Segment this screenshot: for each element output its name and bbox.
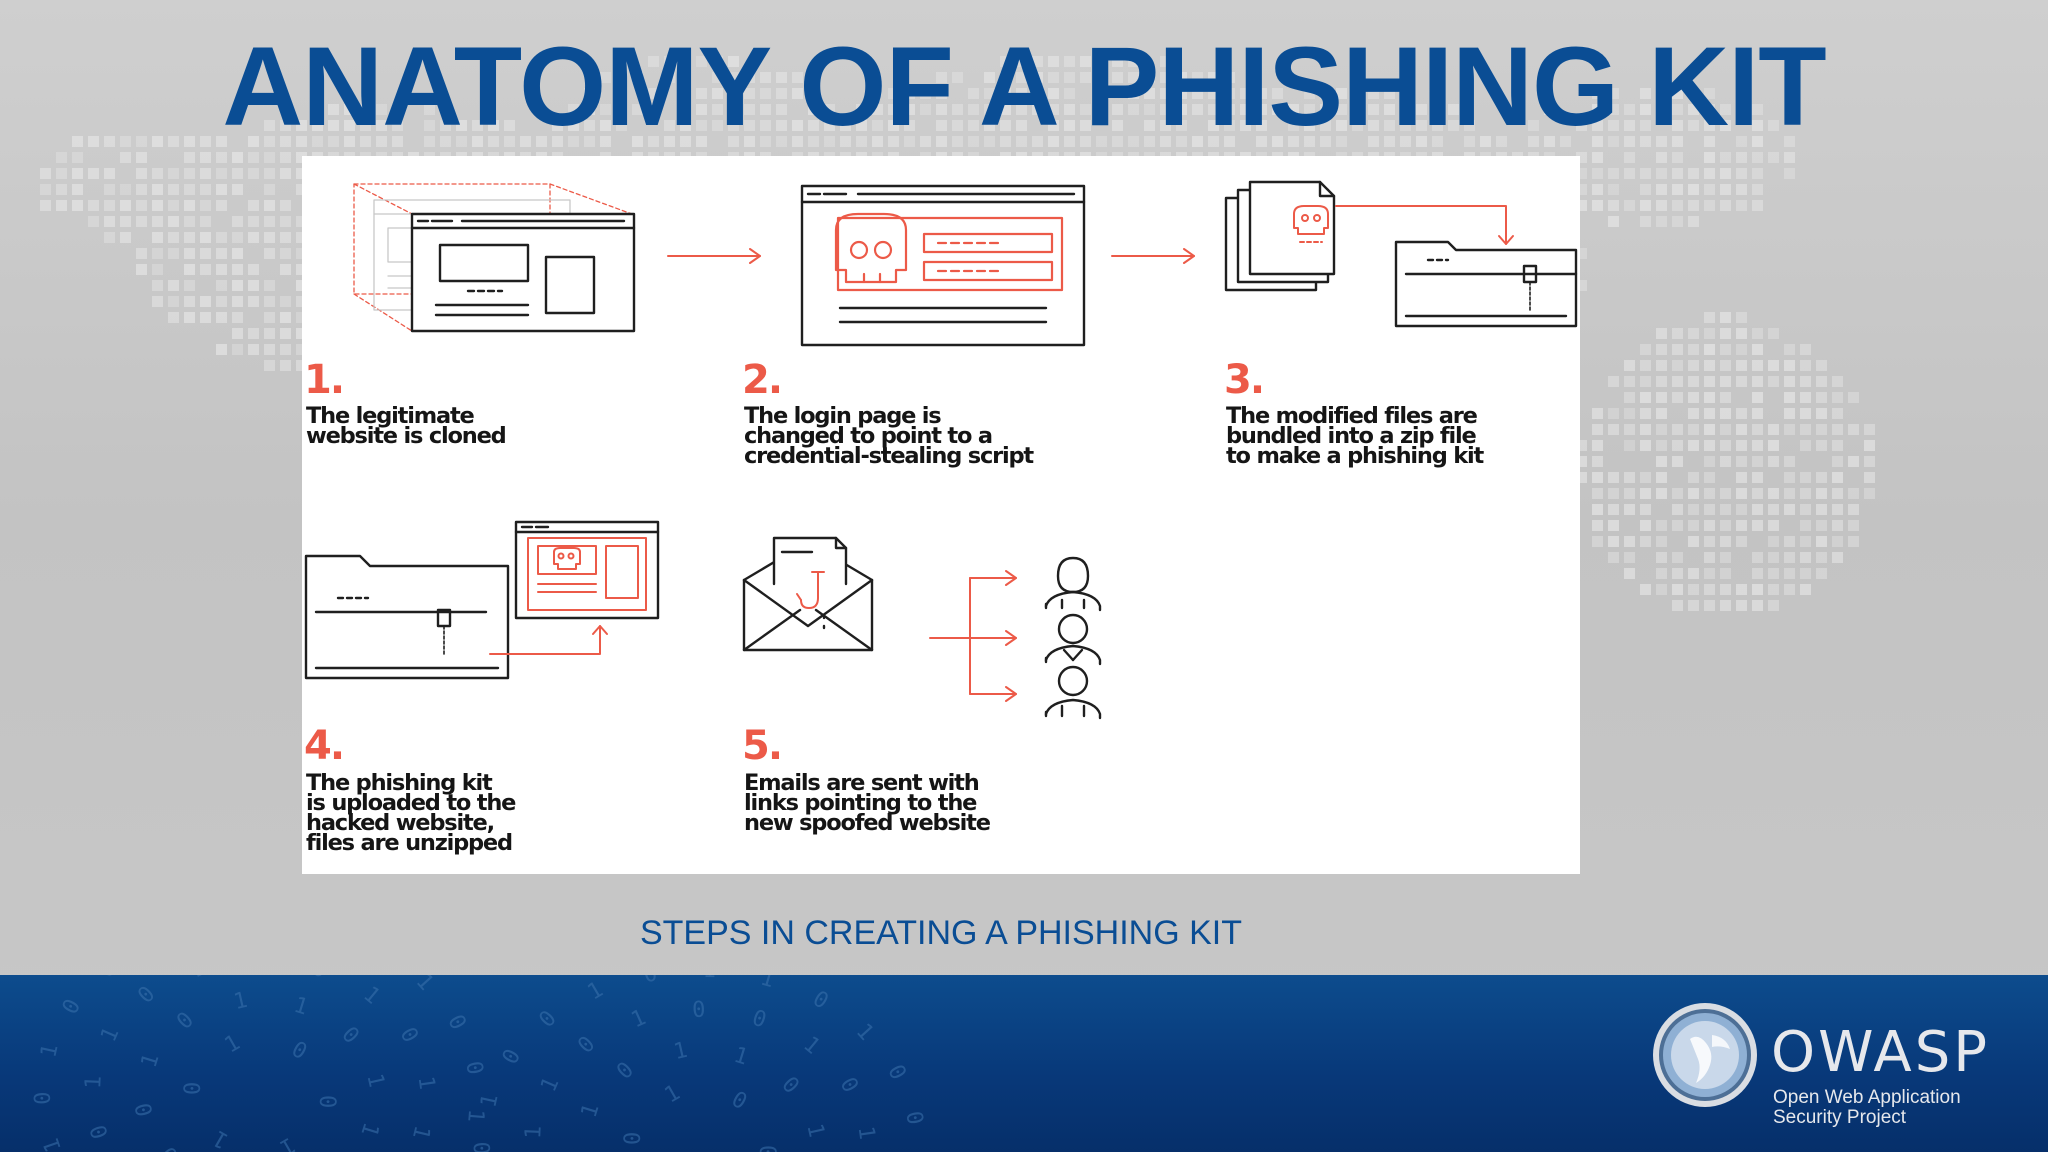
binary-digit-decoration: 0 [471, 1141, 497, 1152]
binary-digit-decoration: 0 [727, 1087, 751, 1115]
binary-digit-decoration: 0 [460, 1059, 487, 1077]
binary-digit-decoration: 1 [291, 993, 311, 1021]
binary-digit-decoration: 1 [851, 1019, 878, 1046]
binary-digit-decoration: 1 [757, 975, 777, 993]
user-icon [1044, 665, 1102, 720]
user-icon [1044, 613, 1102, 666]
binary-digit-decoration: 0 [314, 1095, 339, 1108]
arrow-icon [1111, 248, 1195, 264]
binary-swirl-decoration: 0110101100101101011010010111010010010001… [31, 975, 1757, 1152]
binary-digit-decoration: 0 [31, 1091, 57, 1106]
step-3-number: 3. [1224, 357, 1265, 403]
binary-digit-decoration: 1 [521, 1125, 547, 1139]
user-icon [1044, 556, 1102, 612]
binary-digit-decoration: 1 [96, 1024, 124, 1046]
binary-digit-decoration: 0 [749, 1006, 769, 1034]
binary-digit-decoration: 0 [882, 1061, 910, 1084]
binary-digit-decoration: 0 [442, 1011, 470, 1034]
owasp-brand-name: OWASP [1771, 1020, 1991, 1085]
binary-digit-decoration: 0 [612, 1057, 639, 1084]
step-2-text: The login page is changed to point to a … [744, 403, 1034, 469]
step-3-text: The modified files are bundled into a zi… [1226, 403, 1484, 469]
binary-digit-decoration: 0 [535, 1006, 562, 1033]
diagram-illustrations [304, 180, 1578, 720]
binary-digit-decoration: 1 [583, 977, 607, 1005]
binary-digit-decoration: 0 [776, 1072, 803, 1099]
binary-digit-decoration: 0 [181, 1082, 206, 1095]
binary-digit-decoration: 0 [133, 982, 160, 1009]
step-1-text: The legitimate website is cloned [306, 403, 507, 449]
binary-digit-decoration: 1 [355, 1119, 383, 1139]
files-to-zip-folder-icon [1224, 180, 1578, 328]
binary-digit-decoration: 1 [661, 1080, 685, 1108]
binary-digit-decoration: 0 [309, 975, 329, 983]
phishing-email-icon [742, 536, 1102, 720]
binary-digit-decoration: 0 [754, 1145, 779, 1152]
login-page-skull-icon [800, 184, 1086, 347]
binary-digit-decoration: 1 [703, 975, 717, 983]
binary-digit-decoration: 0 [336, 1022, 363, 1049]
binary-digit-decoration: 1 [462, 1108, 488, 1123]
binary-digit-decoration: 0 [156, 1141, 183, 1152]
binary-digit-decoration: 1 [188, 975, 210, 983]
binary-digit-decoration: 1 [358, 982, 384, 1010]
binary-digit-decoration: 0 [58, 995, 86, 1018]
step-2-number: 2. [742, 357, 783, 403]
binary-digit-decoration: 1 [853, 1125, 880, 1142]
binary-digit-decoration: 1 [137, 1051, 165, 1071]
wasp-logo-icon [1653, 1003, 1757, 1107]
binary-digit-decoration: 1 [81, 1075, 107, 1089]
binary-digit-decoration: 0 [95, 975, 122, 983]
step-5-text: Emails are sent with links pointing to t… [744, 770, 991, 836]
binary-digit-decoration: 0 [692, 997, 706, 1023]
binary-digit-decoration: 1 [731, 1043, 751, 1071]
binary-digit-decoration: 0 [131, 1100, 158, 1118]
binary-digit-decoration: 1 [628, 1005, 650, 1033]
binary-digit-decoration: 1 [476, 1092, 503, 1110]
step-1-number: 1. [304, 357, 345, 403]
step-5-number: 5. [742, 723, 783, 769]
footer-banner: 0110101100101101011010010111010010010001… [0, 975, 2048, 1152]
diagram-caption: STEPS IN CREATING A PHISHING KIT [639, 914, 1243, 952]
upload-to-hacked-site-icon [304, 520, 660, 680]
binary-digit-decoration: 1 [407, 1123, 434, 1142]
slide-title: ANATOMY OF A PHISHING KIT [222, 24, 1826, 149]
binary-digit-decoration: 1 [411, 975, 438, 996]
binary-digit-decoration: 1 [798, 1032, 824, 1060]
cloned-website-icon [353, 183, 636, 333]
binary-digit-decoration: 1 [536, 1074, 564, 1096]
binary-digit-decoration: 1 [361, 1071, 388, 1089]
binary-digit-decoration: 1 [209, 1125, 233, 1152]
arrow-icon [667, 248, 761, 264]
step-4-number: 4. [304, 723, 345, 769]
owasp-tagline: Open Web Application Security Project [1773, 1087, 1961, 1128]
step-4-text: The phishing kit is uploaded to the hack… [306, 770, 516, 856]
binary-digit-decoration: 0 [86, 1121, 114, 1142]
binary-digit-decoration: 0 [621, 1132, 646, 1145]
binary-digit-decoration: 0 [172, 1007, 199, 1034]
binary-digit-decoration: 1 [577, 1101, 605, 1121]
binary-digit-decoration: 0 [808, 986, 832, 1014]
binary-digit-decoration: 0 [498, 1045, 526, 1068]
binary-digit-decoration: 0 [900, 1109, 927, 1127]
binary-digit-decoration: 1 [221, 1030, 245, 1058]
binary-digit-decoration: 1 [671, 1038, 689, 1065]
binary-digit-decoration: 0 [834, 1073, 862, 1097]
binary-digit-decoration: 0 [287, 1037, 311, 1065]
binary-digit-decoration: 0 [573, 1032, 600, 1059]
binary-digit-decoration: 1 [413, 1075, 440, 1092]
binary-digit-decoration: 1 [276, 1131, 300, 1152]
binary-digit-decoration: 0 [394, 1023, 422, 1047]
binary-digit-decoration: 1 [231, 988, 249, 1015]
diagram-panel: 1. The legitimate website is cloned 2. T… [302, 156, 1580, 874]
binary-digit-decoration: 1 [36, 1042, 63, 1060]
binary-digit-decoration: 0 [641, 975, 660, 988]
binary-digit-decoration: 1 [39, 1135, 67, 1152]
binary-digit-decoration: 1 [801, 1121, 828, 1139]
